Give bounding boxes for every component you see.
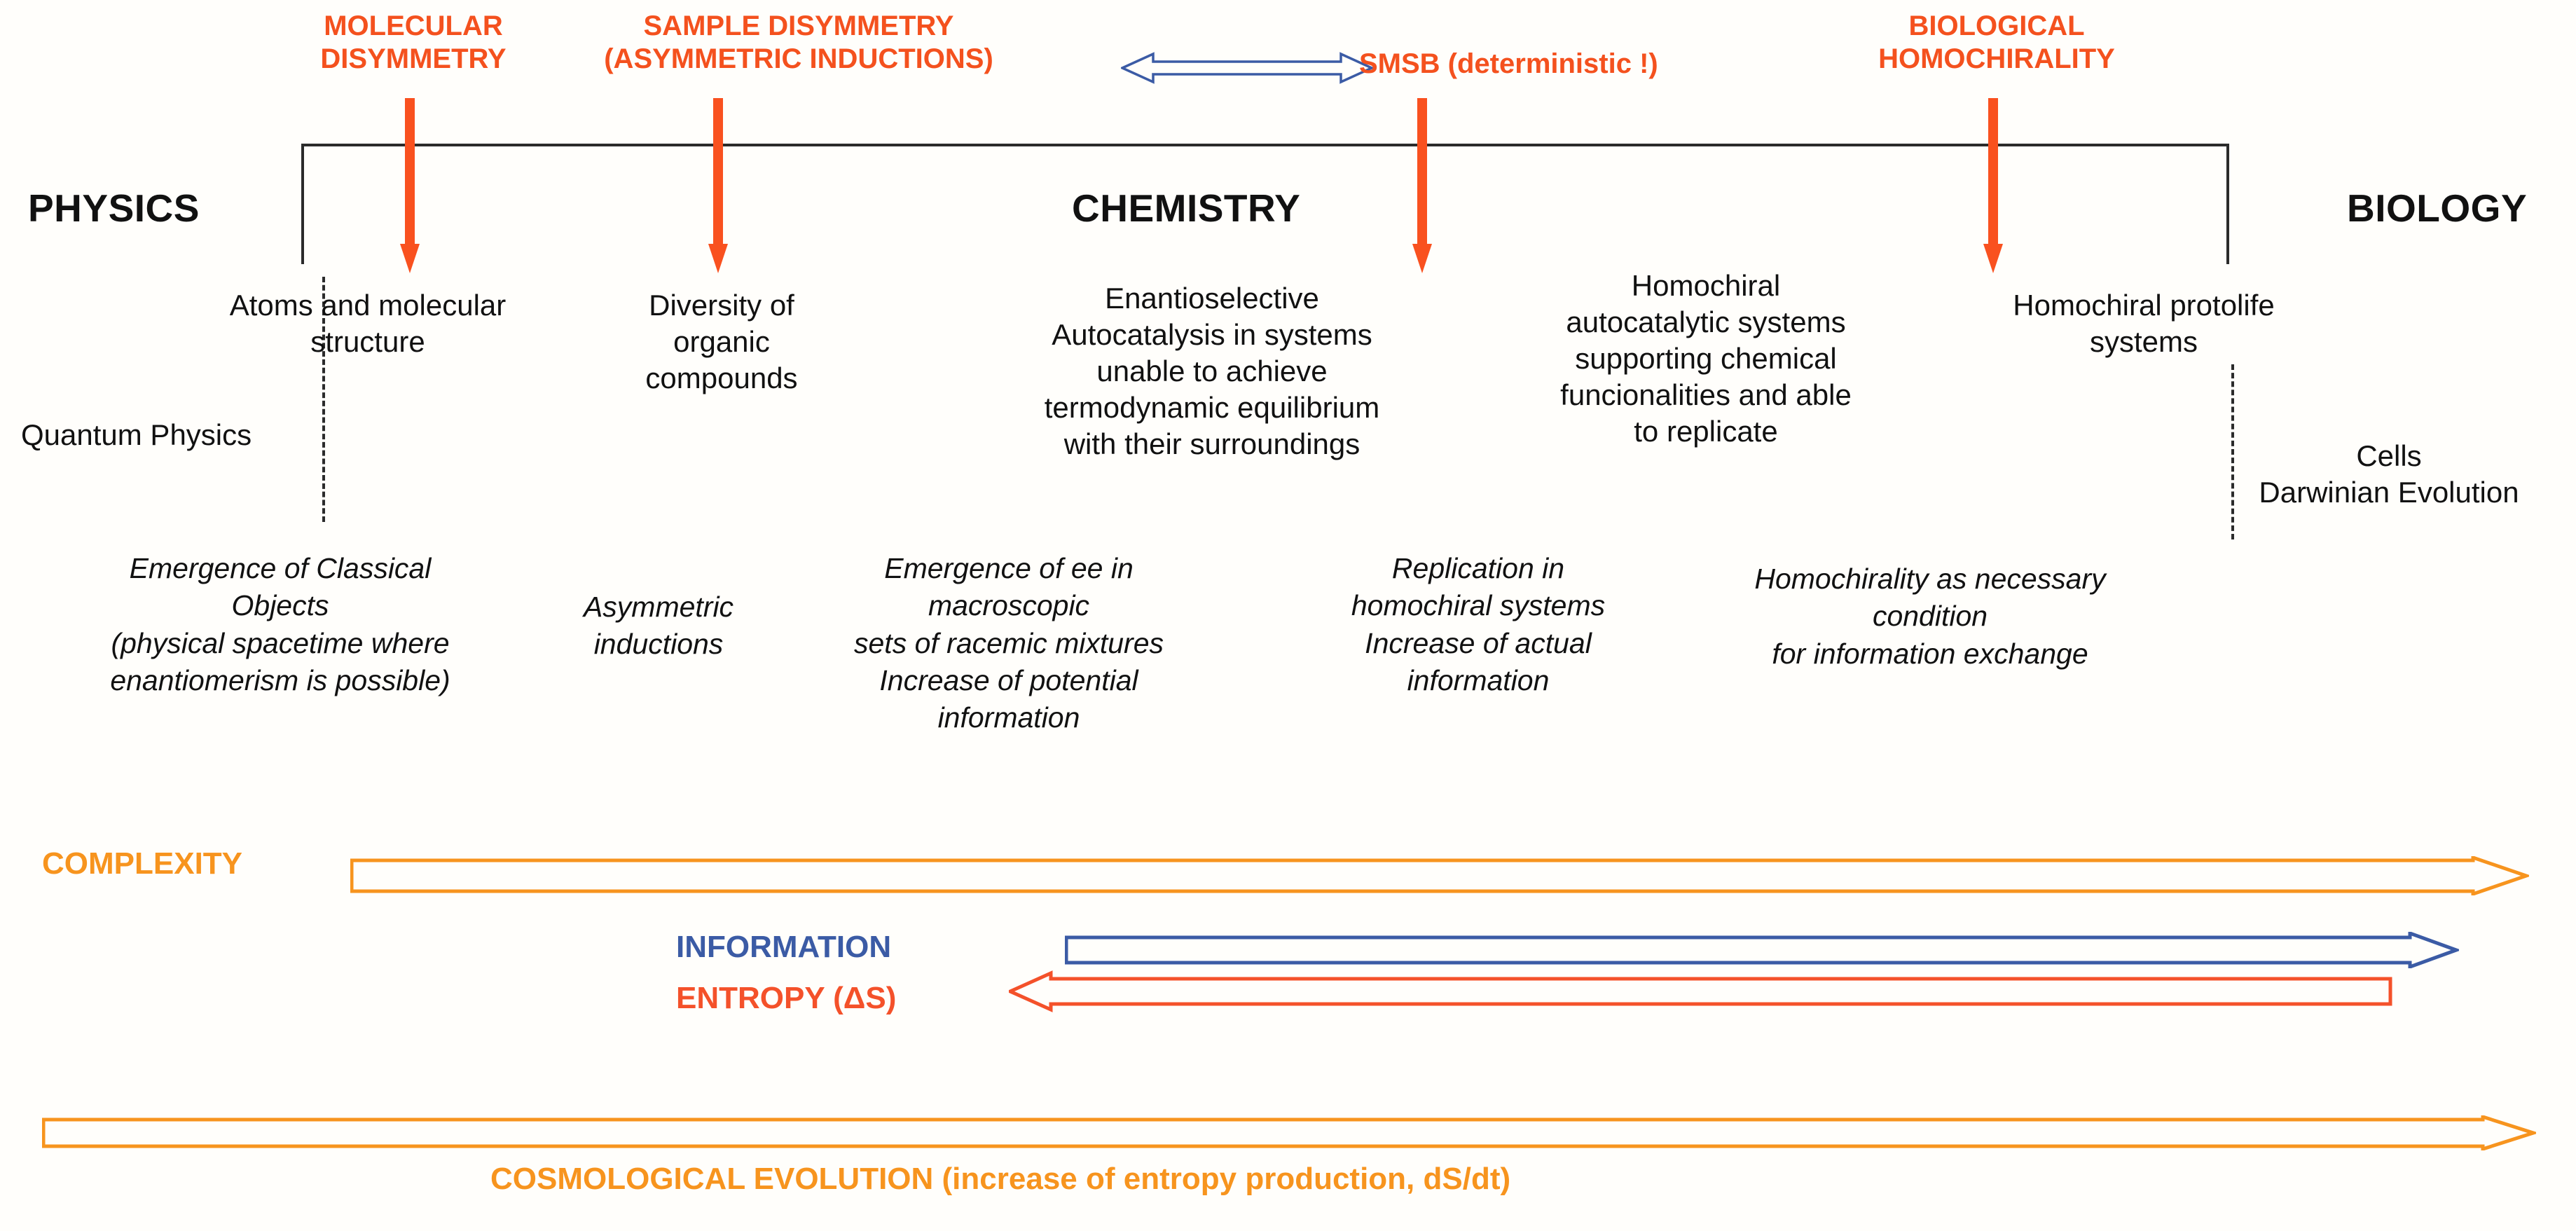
information-arrow-icon [1065,932,2459,968]
arrow-sample-disymmetry [708,98,728,273]
complexity-arrow-icon [350,856,2529,895]
axis-label-entropy: ENTROPY (ΔS) [676,981,897,1015]
stage-homochiral-protolife-systems: Homochiral protolife systems [2013,289,2275,359]
annotation-emergence-of-ee: Emergence of ee in macroscopic sets of r… [854,552,1164,734]
bracket-left-leg [301,144,304,264]
arrow-molecular-disymmetry [400,98,420,273]
annotation-asymmetric-inductions: Asymmetric inductions [583,591,734,661]
annotation-homochirality-necessary-condition: Homochirality as necessary condition for… [1754,563,2106,670]
arrow-biological-homochirality [1983,98,2003,273]
arrow-smsb [1412,98,1432,273]
label-biological-homochirality: BIOLOGICAL HOMOCHIRALITY [1878,11,2115,75]
stage-diversity-organic-compounds: Diversity of organic compounds [645,289,798,395]
divider-physics-chemistry [322,277,325,522]
stage-homochiral-autocatalytic-systems: Homochiral autocatalytic systems support… [1560,269,1852,448]
label-molecular-disymmetry: MOLECULAR DISYMMETRY [320,11,507,75]
label-sample-disymmetry: SAMPLE DISYMMETRY (ASYMMETRIC INDUCTIONS… [604,11,993,75]
annotation-replication-homochiral: Replication in homochiral systems Increa… [1351,552,1606,696]
stage-quantum-physics: Quantum Physics [21,418,252,451]
annotation-emergence-classical-objects: Emergence of Classical Objects (physical… [110,552,450,696]
heading-chemistry: CHEMISTRY [1072,186,1301,230]
divider-chemistry-biology [2231,364,2234,539]
bracket-top-rail [301,144,2229,146]
cosmological-arrow-icon [42,1115,2536,1150]
label-smsb: SMSB (deterministic !) [1359,48,1658,79]
axis-label-complexity: COMPLEXITY [42,846,243,881]
axis-label-cosmological-evolution: COSMOLOGICAL EVOLUTION (increase of entr… [490,1162,1511,1196]
stage-enantioselective-autocatalysis: Enantioselective Autocatalysis in system… [1044,282,1380,461]
heading-biology: BIOLOGY [2347,186,2528,230]
axis-label-information: INFORMATION [676,930,892,964]
bracket-right-leg [2226,144,2229,264]
equivalence-arrow-icon [1121,49,1373,87]
stage-atoms-molecular-structure: Atoms and molecular structure [229,289,507,359]
entropy-arrow-icon [1009,970,2392,1012]
heading-physics: PHYSICS [28,186,200,230]
stage-cells-darwinian-evolution: Cells Darwinian Evolution [2259,439,2519,509]
